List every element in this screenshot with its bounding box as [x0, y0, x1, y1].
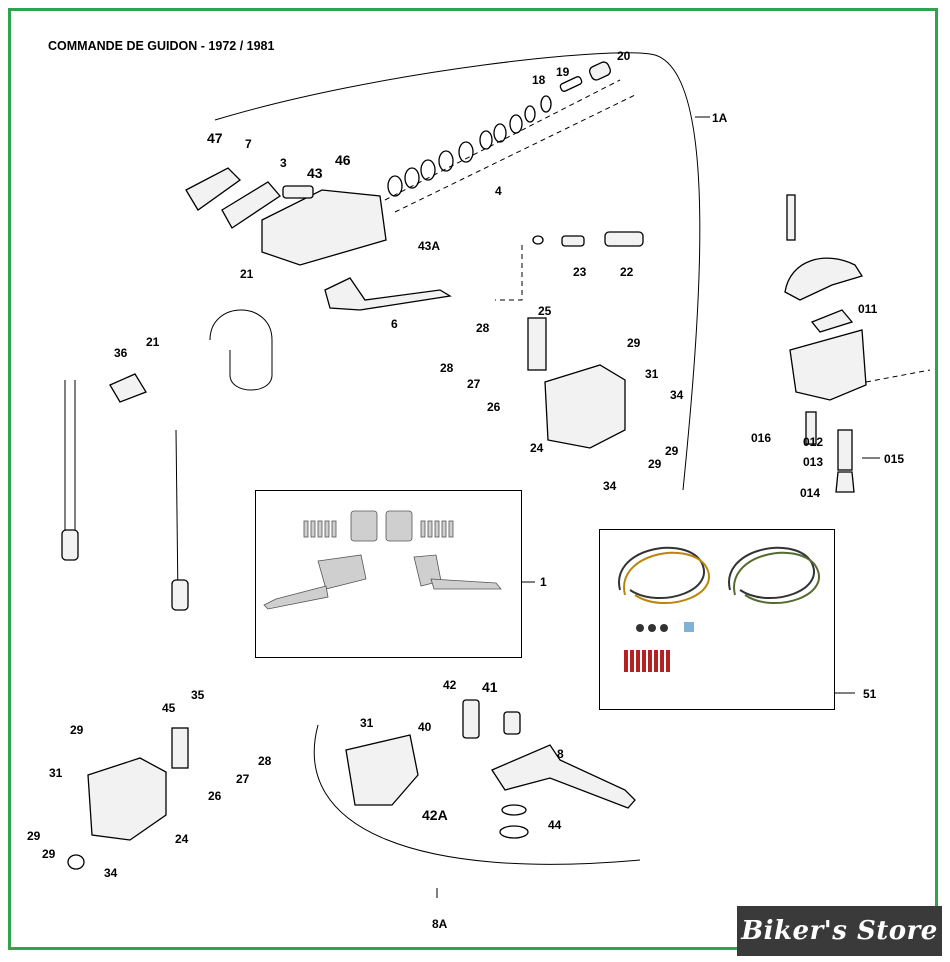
label-1A: 1A: [712, 111, 728, 125]
label-31-bottom: 31: [360, 716, 374, 730]
switch-housing-assembly: [784, 194, 867, 493]
piston-assembly-4: [387, 61, 612, 197]
label-31-bottom-left: 31: [49, 766, 63, 780]
outline-8a: [313, 724, 641, 865]
label-40: 40: [418, 720, 432, 734]
lever-8: [491, 744, 636, 809]
label-013: 013: [803, 455, 823, 469]
label-27-bottom: 27: [236, 772, 250, 786]
label-1: 1: [540, 575, 547, 589]
label-6: 6: [391, 317, 398, 331]
label-3: 3: [280, 156, 287, 170]
bracket-45: [171, 727, 189, 769]
label-47: 47: [207, 130, 223, 146]
label-7: 7: [245, 137, 252, 151]
pin-41: [503, 711, 521, 735]
label-4: 4: [495, 184, 502, 198]
label-28-upper: 28: [476, 321, 490, 335]
label-19: 19: [556, 65, 570, 79]
label-28-bottom: 28: [258, 754, 272, 768]
label-18: 18: [532, 73, 546, 87]
brand-watermark: Biker's Store: [737, 906, 942, 956]
label-24-bottom: 24: [175, 832, 189, 846]
label-31-upper: 31: [645, 367, 659, 381]
label-29-bottom-b: 29: [42, 847, 56, 861]
brake-hoses: [61, 309, 273, 611]
label-43: 43: [307, 165, 323, 181]
label-015: 015: [884, 452, 904, 466]
label-46: 46: [335, 152, 351, 168]
label-23: 23: [573, 265, 587, 279]
label-29-bottom-a: 29: [27, 829, 41, 843]
part-22: [604, 231, 644, 247]
label-8: 8: [557, 747, 564, 761]
label-51: 51: [863, 687, 877, 701]
label-36: 36: [114, 346, 128, 360]
diagram-title: COMMANDE DE GUIDON - 1972 / 1981: [48, 39, 275, 53]
lever-kit-photo: [263, 510, 502, 610]
label-26-bottom: 26: [208, 789, 222, 803]
wiring-kit-photo: [618, 546, 820, 672]
label-20: 20: [617, 49, 631, 63]
diagram-frame: [8, 8, 938, 950]
label-29-lower: 29: [648, 457, 662, 471]
pin-42: [462, 699, 480, 739]
label-21-upper: 21: [240, 267, 254, 281]
label-29-bottom-top: 29: [70, 723, 84, 737]
caliper-24: [544, 364, 626, 449]
label-34-upper: 34: [670, 388, 684, 402]
master-cylinder-46: [261, 189, 387, 266]
label-012: 012: [803, 435, 823, 449]
label-42A: 42A: [422, 807, 448, 823]
label-41: 41: [482, 679, 498, 695]
caliper-24-lower: [87, 757, 167, 841]
outline-1a: [214, 52, 701, 491]
bracket-25: [527, 317, 547, 371]
lever-6: [324, 277, 452, 311]
label-22: 22: [620, 265, 634, 279]
label-42: 42: [443, 678, 457, 692]
label-45: 45: [162, 701, 176, 715]
label-21-lower: 21: [146, 335, 160, 349]
label-014: 014: [800, 486, 820, 500]
label-29-upper: 29: [627, 336, 641, 350]
label-34-lower: 34: [603, 479, 617, 493]
label-44: 44: [548, 818, 562, 832]
housing-40: [345, 734, 419, 806]
label-24-upper: 24: [530, 441, 544, 455]
label-29-mid: 29: [665, 444, 679, 458]
label-26: 26: [487, 400, 501, 414]
label-011: 011: [858, 302, 878, 316]
label-27: 27: [467, 377, 481, 391]
label-8A: 8A: [432, 917, 448, 931]
lever-kit-photo-box: [255, 490, 522, 658]
plate-3: [221, 181, 281, 229]
label-43A: 43A: [418, 239, 440, 253]
junction-36: [109, 373, 147, 403]
label-34-bottom: 34: [104, 866, 118, 880]
label-016: 016: [751, 431, 771, 445]
plate-7: [185, 167, 242, 211]
label-25: 25: [538, 304, 552, 318]
switch-23: [561, 235, 585, 247]
wiring-kit-photo-box: [599, 529, 835, 710]
label-35: 35: [191, 688, 205, 702]
label-28-lower: 28: [440, 361, 454, 375]
pin-43: [282, 185, 314, 199]
